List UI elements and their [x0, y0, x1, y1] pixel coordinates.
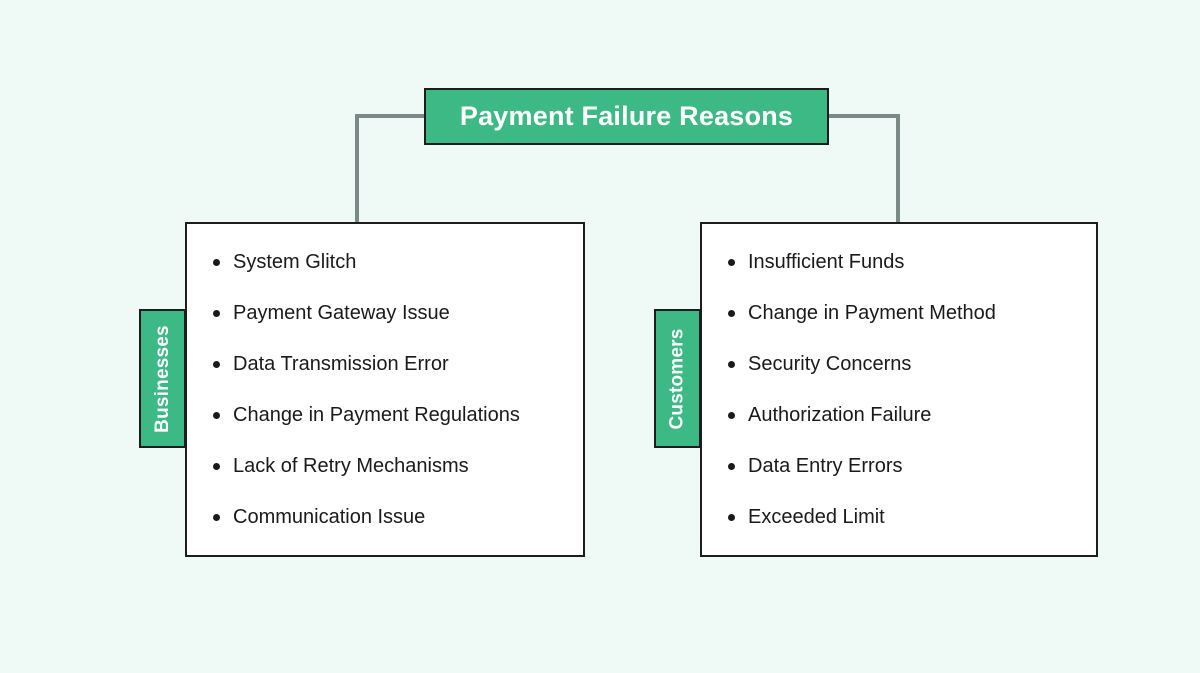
branch-tab-customers: Customers — [654, 309, 701, 448]
branch-list-customers: Insufficient Funds Change in Payment Met… — [702, 224, 1096, 556]
bullet-icon — [728, 514, 735, 521]
bullet-icon — [213, 310, 220, 317]
list-item-label: Change in Payment Method — [748, 302, 996, 324]
list-item: Communication Issue — [187, 505, 583, 556]
list-item: Data Transmission Error — [187, 352, 583, 403]
list-item-label: System Glitch — [233, 251, 357, 273]
root-node-title: Payment Failure Reasons — [459, 101, 794, 131]
bullet-icon — [728, 259, 735, 266]
list-item: Change in Payment Regulations — [187, 403, 583, 454]
list-item-label: Exceeded Limit — [748, 506, 885, 528]
list-item-label: Payment Gateway Issue — [233, 302, 450, 324]
list-item: Insufficient Funds — [702, 250, 1096, 301]
list-item-label: Change in Payment Regulations — [233, 404, 520, 426]
branch-tab-businesses: Businesses — [139, 309, 186, 448]
bullet-icon — [213, 412, 220, 419]
bullet-icon — [728, 463, 735, 470]
list-item: Lack of Retry Mechanisms — [187, 454, 583, 505]
branch-panel-customers: Insufficient Funds Change in Payment Met… — [700, 222, 1098, 557]
bullet-icon — [213, 514, 220, 521]
list-item-label: Authorization Failure — [748, 404, 932, 426]
connector-left-horizontal — [355, 114, 425, 118]
list-item-label: Data Entry Errors — [748, 455, 903, 477]
list-item: Security Concerns — [702, 352, 1096, 403]
bullet-icon — [213, 463, 220, 470]
bullet-icon — [728, 310, 735, 317]
branch-list-businesses: System Glitch Payment Gateway Issue Data… — [187, 224, 583, 556]
list-item: Change in Payment Method — [702, 301, 1096, 352]
list-item-label: Lack of Retry Mechanisms — [233, 455, 469, 477]
root-node: Payment Failure Reasons — [424, 88, 829, 145]
bullet-icon — [213, 361, 220, 368]
list-item: Data Entry Errors — [702, 454, 1096, 505]
connector-right-horizontal — [828, 114, 900, 118]
list-item: Exceeded Limit — [702, 505, 1096, 556]
list-item: System Glitch — [187, 250, 583, 301]
connector-left-vertical — [355, 114, 359, 222]
list-item-label: Communication Issue — [233, 506, 426, 528]
branch-tab-label: Customers — [666, 327, 688, 430]
branch-panel-businesses: System Glitch Payment Gateway Issue Data… — [185, 222, 585, 557]
list-item-label: Data Transmission Error — [233, 353, 449, 375]
bullet-icon — [728, 361, 735, 368]
list-item: Payment Gateway Issue — [187, 301, 583, 352]
connector-right-vertical — [896, 114, 900, 222]
list-item-label: Insufficient Funds — [748, 251, 905, 273]
branch-tab-label: Businesses — [151, 324, 173, 433]
bullet-icon — [728, 412, 735, 419]
bullet-icon — [213, 259, 220, 266]
list-item-label: Security Concerns — [748, 353, 912, 375]
list-item: Authorization Failure — [702, 403, 1096, 454]
